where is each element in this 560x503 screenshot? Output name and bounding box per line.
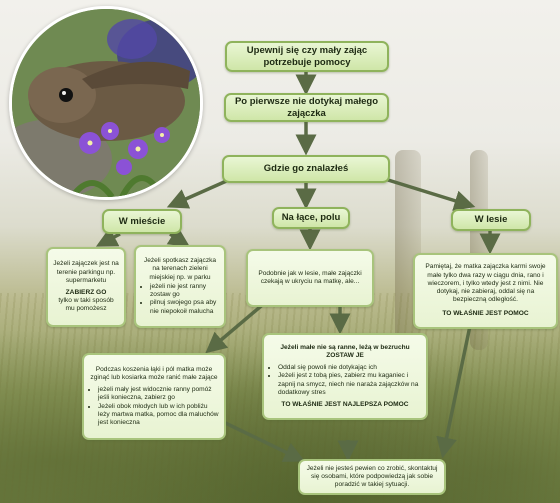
leave-them-footer: TO WŁAŚNIE JEST NAJLEPSZA POMOC [281, 401, 409, 408]
leave-them-box: Jeżeli małe nie są ranne, leżą w bezruch… [262, 333, 428, 420]
hare-photo [9, 6, 203, 200]
forest-info-footer: TO WŁAŚNIE JEST POMOC [442, 310, 529, 318]
city-park-box: Jeżeli spotkasz zajączka na terenach zie… [134, 245, 226, 328]
leave-them-list: Oddal się powoli nie dotykając ich Jeżel… [269, 364, 421, 397]
city-parking-emphasis: ZABIERZ GO [65, 289, 107, 296]
list-item: jeżeli mały jest widocznie ranny pomóż j… [98, 386, 219, 402]
branch-meadow-text: Na łące, polu [281, 212, 341, 223]
mowing-box: Podczas koszenia łąki i pól matka może z… [82, 353, 226, 440]
leave-them-emphasis: ZOSTAW JE [326, 351, 364, 359]
step-do-not-touch-text: Po pierwsze nie dotykaj małego zajączka [234, 95, 379, 119]
branch-meadow: Na łące, polu [272, 207, 350, 229]
city-parking-box: Jeżeli zajączek jest na terenie parkingu… [46, 247, 126, 327]
list-item: Jeżeli obok młodych lub w ich pobliżu le… [98, 403, 219, 428]
list-item: jeżeli nie jest ranny zostaw go [150, 283, 219, 299]
city-parking-after: tylko w taki sposób mu pomożesz [58, 297, 114, 313]
leave-them-intro: Jeżeli małe nie są ranne, leżą w bezruch… [280, 343, 410, 351]
list-item: Jeżeli jest z tobą pies, zabierz mu kaga… [278, 372, 421, 397]
final-contact-text: Jeżeli nie jesteś pewien co zrobić, skon… [306, 464, 438, 489]
list-item: pilnuj swojego psa aby nie niepokoił mal… [150, 299, 219, 315]
forest-info-box: Pamiętaj, że matka zajączka karmi swoje … [413, 253, 558, 329]
city-parking-text: Jeżeli zajączek jest na terenie parkingu… [53, 260, 119, 284]
step-check-need-help-text: Upewnij się czy mały zając potrzebuje po… [246, 44, 368, 68]
question-where-found: Gdzie go znalazłeś [222, 155, 390, 183]
branch-forest-text: W lesie [474, 214, 508, 225]
city-park-list: jeżeli nie jest ranny zostaw go pilnuj s… [141, 283, 219, 316]
branch-forest: W lesie [451, 209, 531, 231]
city-park-intro: Jeżeli spotkasz zajączka na terenach zie… [143, 257, 217, 281]
final-contact-box: Jeżeli nie jesteś pewien co zrobić, skon… [298, 459, 446, 495]
step-check-need-help: Upewnij się czy mały zając potrzebuje po… [225, 41, 389, 72]
branch-city: W mieście [102, 209, 182, 234]
branch-city-text: W mieście [118, 215, 166, 227]
question-where-found-text: Gdzie go znalazłeś [263, 163, 349, 174]
mowing-intro: Podczas koszenia łąki i pól matka może z… [90, 365, 218, 381]
step-do-not-touch: Po pierwsze nie dotykaj małego zajączka [224, 93, 389, 122]
meadow-info-box: Podobnie jak w lesie, małe zajączki czek… [246, 249, 374, 307]
list-item: Oddal się powoli nie dotykając ich [278, 364, 421, 372]
meadow-info-text: Podobnie jak w lesie, małe zajączki czek… [258, 269, 362, 285]
forest-info-text: Pamiętaj, że matka zajączka karmi swoje … [425, 263, 546, 304]
mowing-list: jeżeli mały jest widocznie ranny pomóż j… [89, 386, 219, 427]
